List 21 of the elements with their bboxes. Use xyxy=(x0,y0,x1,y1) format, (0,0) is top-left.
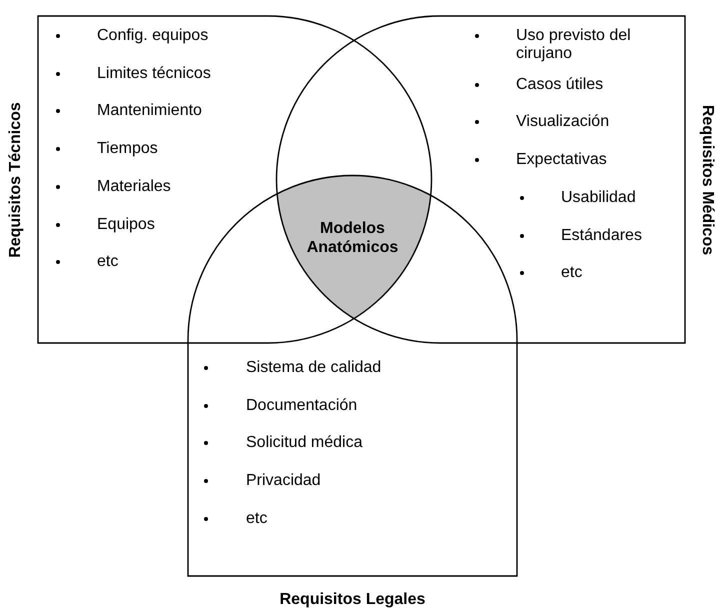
set-heading: Requisitos Legales xyxy=(280,591,426,609)
list-item: Expectativas xyxy=(516,151,608,169)
set-heading: Requisitos Médicos xyxy=(698,104,716,256)
list-item: Limites técnicos xyxy=(97,64,212,83)
list-item: etc xyxy=(97,253,120,272)
list-item: Sistema de calidad xyxy=(246,359,382,377)
list-item: Materiales xyxy=(97,178,172,196)
list-item: Documentación xyxy=(246,396,358,415)
list-item: Uso previsto del cirujano xyxy=(516,27,632,63)
set-heading: Requisitos Técnicos xyxy=(7,102,25,258)
list-item: Visualización xyxy=(516,113,610,131)
list-item: Casos útiles xyxy=(516,76,604,94)
list-item: Equipos xyxy=(97,216,156,234)
list-item: Tiempos xyxy=(97,140,159,158)
list-item: Privacidad xyxy=(246,472,322,490)
list-item: Solicitud médica xyxy=(246,434,364,452)
list-item: Config. equipos xyxy=(97,27,210,45)
center-label: Modelos Anatómicos xyxy=(306,219,400,257)
list-item: etc xyxy=(561,264,584,282)
list-item: etc xyxy=(246,510,268,528)
list-item: Mantenimiento xyxy=(97,102,203,120)
